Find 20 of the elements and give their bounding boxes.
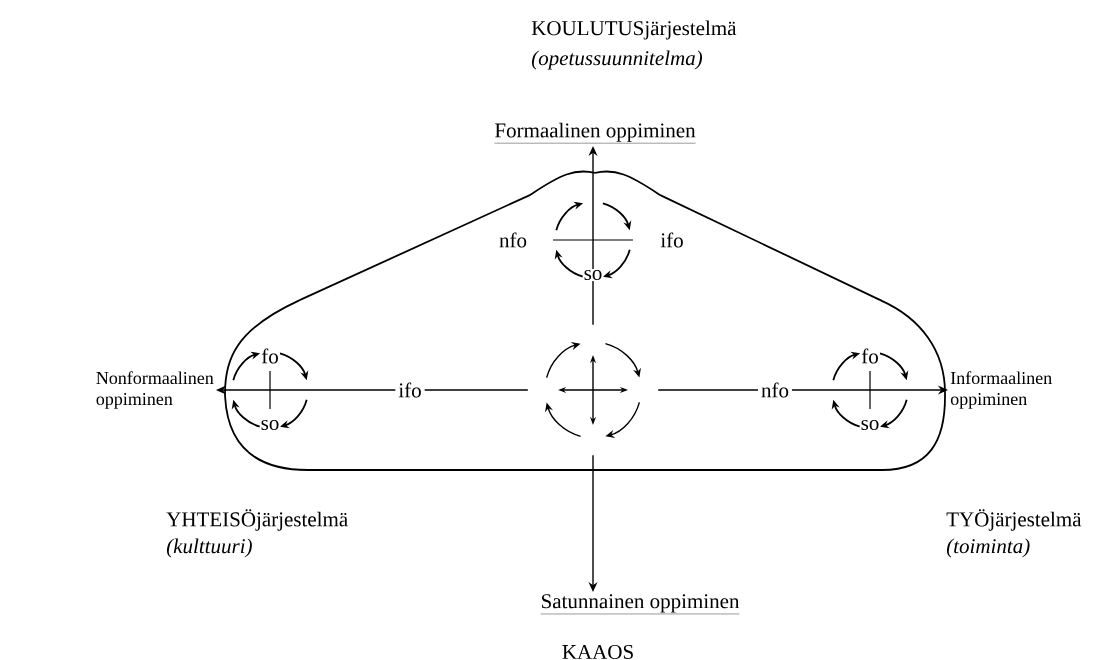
edge-label: nfo — [758, 379, 792, 401]
edge-label: ifo — [395, 379, 425, 401]
underlined-heading: Formaalinen oppiminen — [494, 122, 696, 144]
small-label: so — [859, 418, 881, 432]
underlined-heading: Nonformaalinen oppiminen — [96, 371, 214, 409]
underlined-heading: Satunnainen oppiminen — [540, 594, 740, 615]
small-label: so — [259, 418, 281, 432]
small-label: fo — [260, 347, 280, 365]
text-label: YHTEISÖjärjestelmä — [166, 509, 348, 531]
text-label: KAAOS — [562, 644, 633, 660]
text-label: KOULUTUSjärjestelmä — [531, 20, 737, 40]
text-label: (kulttuuri) — [166, 538, 252, 558]
underlined-heading: Informaalinen oppiminen — [950, 371, 1052, 409]
small-label: ifo — [659, 231, 685, 249]
text-label: TYÖjärjestelmä — [946, 509, 1082, 531]
small-label: fo — [860, 347, 880, 365]
text-label: (opetussuunnitelma) — [531, 50, 703, 70]
text-label: (toiminta) — [946, 538, 1030, 558]
small-label: so — [582, 268, 604, 282]
small-label: nfo — [498, 231, 528, 249]
